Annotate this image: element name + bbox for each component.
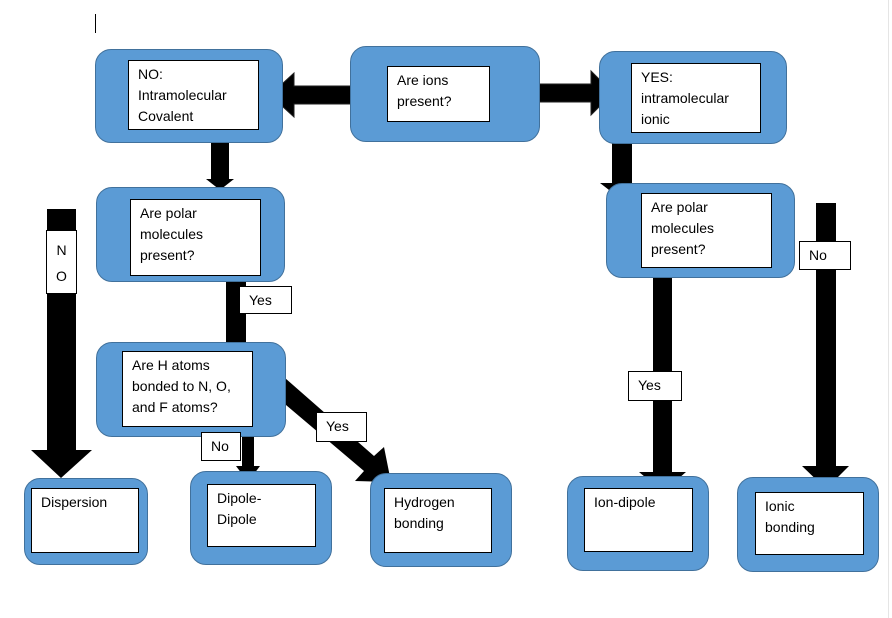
arrow-no-to-dispersion — [31, 209, 92, 478]
label-no-vertical: N O — [46, 230, 77, 294]
label-yes-ion-dipole: Yes — [628, 371, 682, 401]
label-yes-hydrogen: Yes — [316, 412, 367, 442]
node-ionic-text: YES: intramolecular ionic — [631, 63, 761, 133]
arrow-no-to-ionic-bonding — [802, 203, 849, 489]
label-no-vertical-o: O — [56, 268, 67, 284]
node-dipole-dipole-text: Dipole- Dipole — [207, 484, 316, 547]
node-h-atoms-text: Are H atoms bonded to N, O, and F atoms? — [122, 351, 253, 427]
node-ionic-bonding-text: Ionic bonding — [755, 492, 864, 555]
node-ion-dipole-text: Ion-dipole — [584, 488, 693, 552]
node-polar-right-text: Are polar molecules present? — [641, 193, 772, 268]
arrow-polar-to-h-atoms — [215, 268, 257, 360]
node-polar-left-text: Are polar molecules present? — [130, 199, 261, 276]
text-cursor — [95, 14, 96, 33]
arrow-covalent-to-polar — [206, 128, 234, 190]
node-dispersion-text: Dispersion — [31, 488, 139, 553]
node-covalent-text: NO: Intramolecular Covalent — [128, 60, 259, 130]
label-no-ionic: No — [799, 241, 851, 270]
label-no-vertical-n: N — [56, 242, 67, 258]
node-hydrogen-bonding-text: Hydrogen bonding — [384, 488, 492, 553]
label-no-dipole: No — [201, 432, 241, 461]
label-yes-polar-left: Yes — [239, 286, 292, 314]
node-ions-text: Are ions present? — [387, 66, 490, 122]
page-edge-line — [888, 0, 889, 618]
